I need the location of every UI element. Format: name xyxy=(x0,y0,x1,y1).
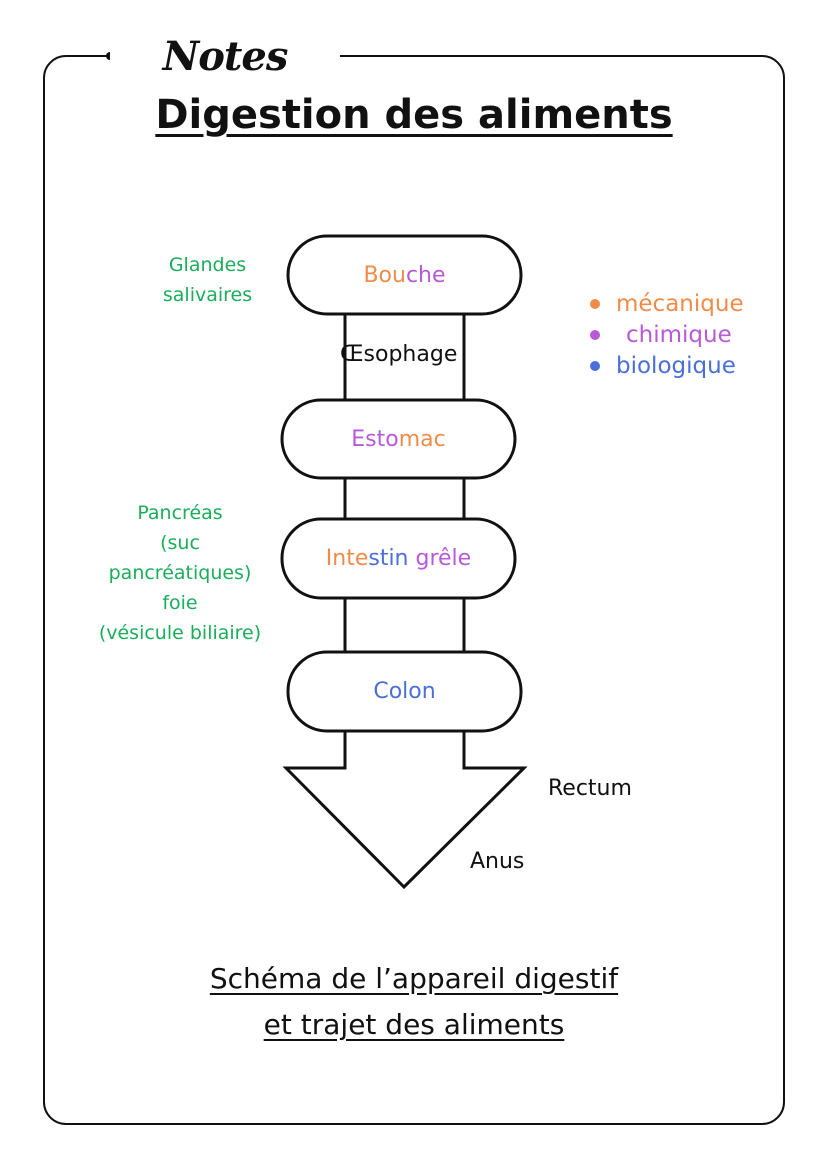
organ-colon: Colon xyxy=(288,652,521,731)
legend-dot xyxy=(590,329,600,340)
organ-label-segment: stin xyxy=(368,546,416,571)
rectum-arrow xyxy=(282,729,528,890)
caption-line: Schéma de l’appareil digestif xyxy=(209,962,619,995)
organ-label-segment: Inte xyxy=(325,546,369,571)
organ-box-bouche xyxy=(286,234,523,316)
glands-pancreas-line: (suc xyxy=(160,532,200,554)
organ-box-estomac xyxy=(280,398,517,480)
glands-salivaires: Glandes salivaires xyxy=(140,250,275,310)
glands-pancreas-line: pancréatiques) xyxy=(108,562,252,584)
glands-pancreas-line: Pancréas xyxy=(137,502,223,524)
legend-item-biologique: biologique xyxy=(590,350,790,381)
glands-salivaires-line: salivaires xyxy=(162,284,253,306)
organ-label-segment: grêle xyxy=(415,546,472,571)
glands-pancreas-line: (vésicule biliaire) xyxy=(98,622,262,644)
organ-label-segment: che xyxy=(405,262,446,288)
organ-label-segment: Colon xyxy=(373,679,436,704)
glands-pancreas-line: foie xyxy=(162,592,198,614)
organ-box-intestin xyxy=(280,517,517,600)
tube-walls xyxy=(343,314,466,652)
page-border xyxy=(43,55,785,1125)
glands-salivaires-line: Glandes xyxy=(168,254,247,276)
rectum-label: Rectum xyxy=(548,776,632,801)
legend-item-mecanique: mécanique xyxy=(590,288,790,319)
organ-label-segment: Esto xyxy=(351,426,399,452)
legend-label: chimique xyxy=(626,321,732,348)
digestion-legend: mécanique chimique biologique xyxy=(590,288,790,381)
page-title: Digestion des aliments xyxy=(155,92,673,138)
legend-label: mécanique xyxy=(616,290,744,317)
legend-item-chimique: chimique xyxy=(590,319,790,350)
diagram-caption: Schéma de l’appareil digestif et trajet … xyxy=(0,956,828,1048)
organ-label-segment: mac xyxy=(398,426,446,452)
legend-dot xyxy=(590,360,600,371)
caption-line: et trajet des aliments xyxy=(263,1008,565,1041)
legend-label: biologique xyxy=(616,352,736,379)
anus-label: Anus xyxy=(470,849,525,874)
organ-box-colon xyxy=(286,650,523,733)
legend-dot xyxy=(590,298,600,309)
glands-pancreas: Pancréas (suc pancréatiques) foie (vésic… xyxy=(85,498,275,648)
notes-tag: Notes xyxy=(110,24,340,88)
organ-label-segment: Bou xyxy=(363,262,406,288)
oesophage-label: Œsophage xyxy=(340,342,458,367)
